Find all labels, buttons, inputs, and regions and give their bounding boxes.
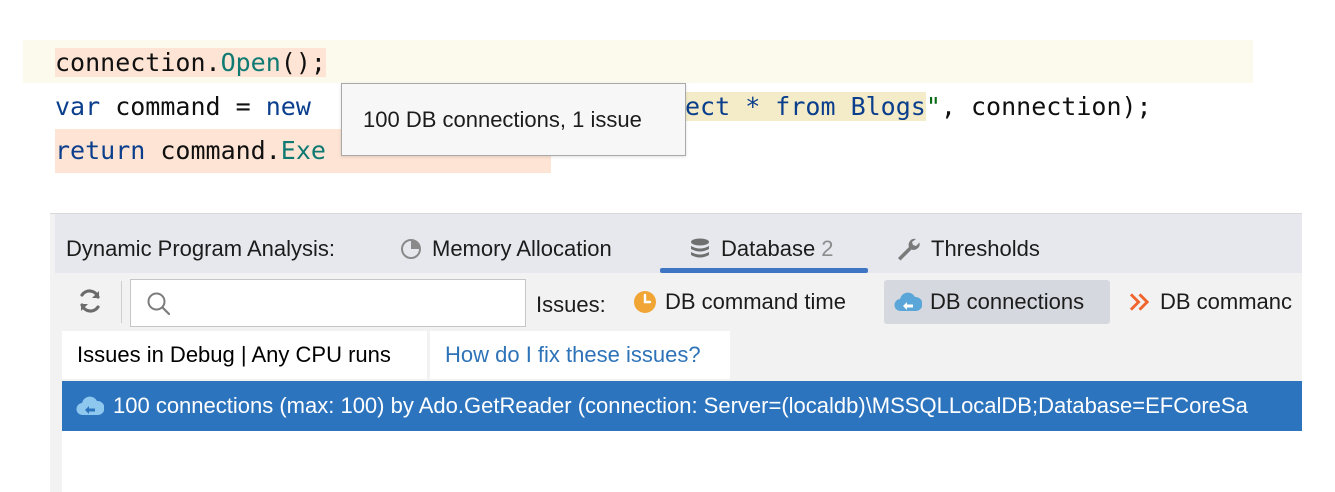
issue-row[interactable]: 100 connections (max: 100) by Ado.GetRea…: [62, 381, 1302, 431]
selected-tab-indicator: [660, 268, 868, 273]
filter-label: DB commanc: [1159, 289, 1292, 314]
code-token: command.: [145, 136, 281, 165]
filter-label: DB connections: [930, 289, 1085, 314]
search-icon: [147, 292, 171, 316]
subtab-label: Issues in Debug | Any CPU runs: [77, 342, 391, 367]
dpa-tool-window: Dynamic Program Analysis: Memory Allocat…: [50, 213, 1302, 492]
code-token: .: [205, 48, 221, 77]
filter-db-connections[interactable]: DB connections: [884, 280, 1110, 324]
code-line-2[interactable]: var command = new ect * from Blogs", conn…: [55, 85, 1152, 129]
code-token: , connection);: [940, 92, 1152, 121]
code-token-method: Open: [220, 48, 281, 77]
tab-label: Thresholds: [931, 235, 1040, 261]
tab-thresholds[interactable]: Thresholds: [895, 214, 1040, 273]
issues-list-empty-area: [62, 431, 1302, 492]
code-string-highlighted: ect * from Blogs: [685, 92, 926, 121]
cloud-db-icon: [76, 396, 104, 416]
subtab-issues-runs[interactable]: Issues in Debug | Any CPU runs: [62, 331, 427, 379]
double-chevron-icon: [1129, 293, 1150, 311]
search-input[interactable]: [130, 279, 526, 327]
code-token-method: Exe: [280, 136, 326, 165]
clock-icon: [634, 291, 656, 313]
tab-memory-allocation[interactable]: Memory Allocation: [400, 214, 612, 273]
link-label: How do I fix these issues?: [445, 342, 701, 367]
wrench-icon: [898, 238, 920, 260]
issues-filter-label: Issues:: [536, 292, 606, 317]
tooltip-text: 100 DB connections, 1 issue: [363, 106, 642, 132]
code-token: ": [925, 92, 941, 121]
filter-label: DB command time: [665, 289, 846, 314]
code-token: command =: [100, 92, 266, 121]
code-token: ();: [280, 48, 326, 77]
code-keyword: return: [55, 136, 146, 165]
toolbar-divider: [121, 281, 122, 323]
issues-toolbar: Issues: DB command time DB connections D…: [55, 273, 1302, 329]
tab-database[interactable]: Database 2: [689, 214, 833, 273]
code-line-1[interactable]: connection.Open();: [55, 41, 326, 85]
issue-row-text: 100 connections (max: 100) by Ado.GetRea…: [113, 393, 1248, 418]
tab-count-badge: 2: [821, 235, 834, 261]
code-keyword: var: [55, 92, 101, 121]
tab-label: Memory Allocation: [432, 235, 612, 261]
code-keyword: new: [265, 92, 311, 121]
how-to-fix-link[interactable]: How do I fix these issues?: [430, 331, 730, 379]
dpa-tab-bar: Dynamic Program Analysis: Memory Allocat…: [55, 214, 1302, 273]
refresh-icon[interactable]: [75, 286, 105, 316]
panel-title: Dynamic Program Analysis:: [66, 236, 335, 261]
issue-tooltip: 100 DB connections, 1 issue: [341, 83, 686, 156]
cloud-db-icon: [894, 292, 922, 312]
database-icon: [691, 238, 709, 257]
filter-db-command-time[interactable]: DB command time: [623, 280, 856, 324]
tab-label: Database: [721, 235, 816, 261]
pie-chart-icon: [401, 238, 421, 259]
code-token: connection: [55, 48, 206, 77]
filter-db-command[interactable]: DB commanc: [1119, 280, 1302, 324]
